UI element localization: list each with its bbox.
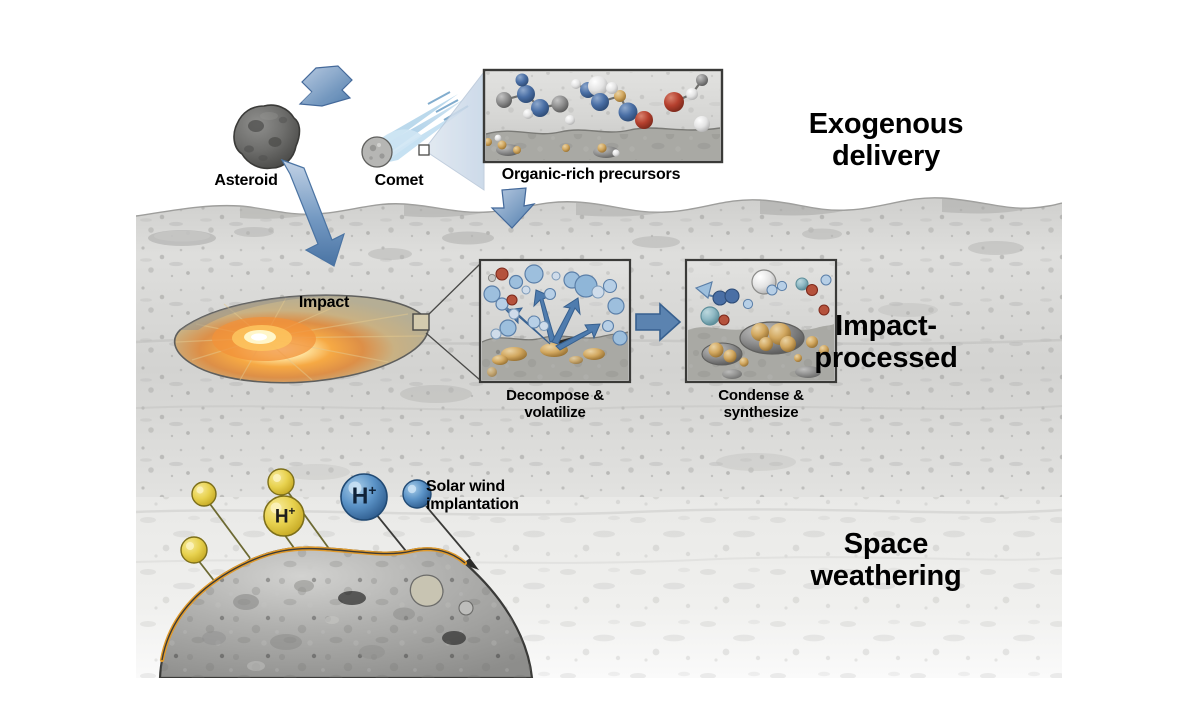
inset-decompose-volatilize	[478, 258, 632, 384]
figure-canvas: H+ H+ Asteroid Comet Organic-rich precur…	[136, 42, 1062, 678]
decompose-volatilize-label: Decompose & volatilize	[506, 387, 604, 421]
solar-wind-label: Solar wind implantation	[426, 478, 519, 513]
crater-callout	[412, 263, 481, 381]
h-plus-label-blue: H+	[351, 482, 377, 509]
h-plus-label-yellow: H+	[274, 504, 296, 528]
regolith-grain-dome	[158, 546, 534, 678]
organic-precursors-label: Organic-rich precursors	[501, 166, 681, 183]
condense-synthesize-label: Condense & synthesize	[718, 387, 804, 421]
comet-label: Comet	[374, 172, 424, 189]
impact-label: Impact	[298, 294, 350, 311]
inset-transition-arrow	[635, 302, 682, 342]
asteroid-incoming-arrow	[298, 65, 353, 107]
section-space-weathering: Space weathering	[810, 528, 962, 593]
section-exogenous-delivery: Exogenous delivery	[808, 108, 964, 173]
inset-condense-synthesize	[684, 258, 838, 384]
diagram-svg	[136, 65, 1062, 678]
asteroid-label: Asteroid	[214, 172, 278, 189]
precursor-delivery-arrow	[490, 187, 536, 229]
solar-wind-particles	[180, 468, 432, 564]
inset-organic-precursors	[482, 68, 724, 164]
impact-crater	[173, 294, 430, 384]
section-impact-processed: Impact- processed	[814, 310, 958, 375]
asteroid-icon	[233, 104, 301, 170]
asteroid-trajectory-arrow	[280, 158, 345, 267]
